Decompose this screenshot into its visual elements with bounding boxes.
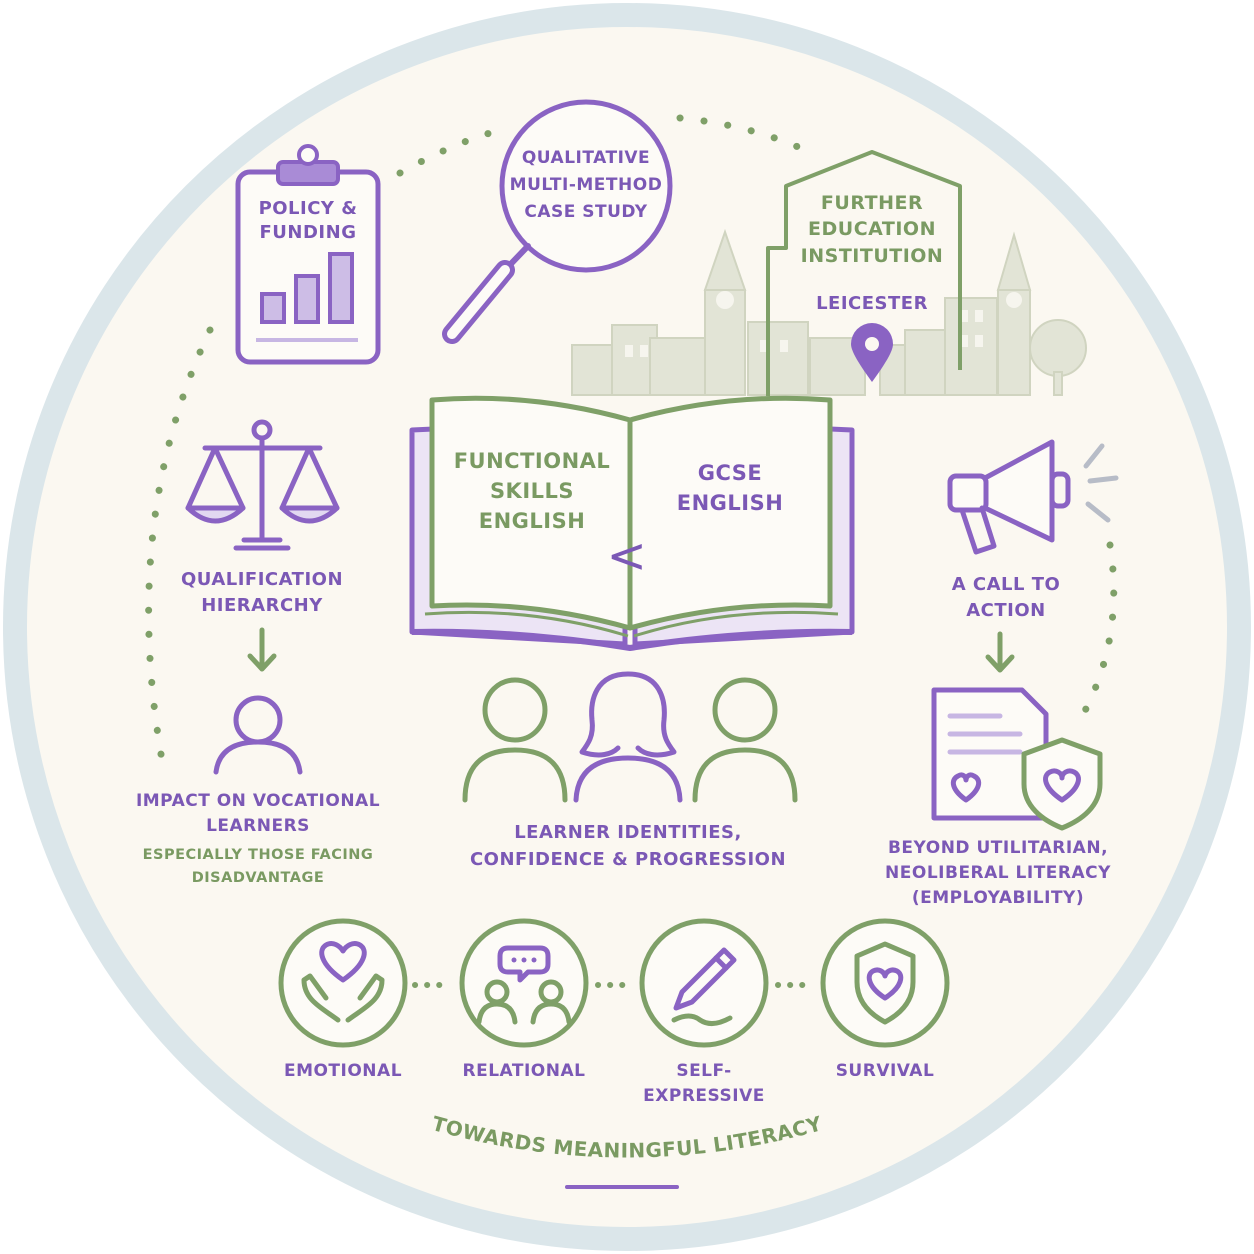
functional-label-2: SKILLS (490, 479, 574, 503)
magnifying-glass-icon (442, 99, 673, 344)
method-label-1: QUALITATIVE (522, 148, 650, 168)
learners-icon (462, 671, 798, 803)
method-label-2: MULTI-METHOD (510, 175, 663, 195)
heart-hands-icon (319, 941, 367, 983)
shield-heart-icon (854, 941, 916, 1025)
institution-label-2: EDUCATION (808, 218, 936, 240)
arrow-down-icon (247, 627, 277, 672)
speech-bubble-icon (497, 945, 551, 983)
call-label-1: A CALL TO (952, 574, 1061, 595)
institution-outline (766, 150, 962, 396)
location-pin-dot (865, 337, 879, 351)
learners-label-2: CONFIDENCE & PROGRESSION (470, 849, 786, 870)
impact-sub-2: DISADVANTAGE (192, 870, 325, 886)
hierarchy-label-1: QUALIFICATION (181, 569, 343, 590)
impact-label-2: LEARNERS (206, 816, 310, 836)
impact-label-1: IMPACT ON VOCATIONAL (136, 791, 380, 811)
survival-circle (820, 918, 950, 1048)
institution-label-1: FURTHER (821, 192, 923, 214)
functional-label-3: ENGLISH (479, 509, 586, 533)
method-label-3: CASE STUDY (524, 202, 647, 222)
dotted-arcs (145, 114, 1118, 988)
location-label: LEICESTER (816, 293, 928, 314)
policy-label-1: POLICY & (259, 198, 358, 219)
call-label-2: ACTION (966, 600, 1045, 621)
hierarchy-label-2: HIERARCHY (201, 595, 323, 616)
megaphone-icon (947, 439, 1119, 555)
clipboard-icon (235, 144, 381, 365)
emotional-circle (278, 918, 408, 1048)
less-than-symbol: < (607, 528, 648, 584)
balance-scale-icon (185, 419, 340, 551)
dimension-label-self: SELF- (676, 1061, 731, 1081)
dimension-label-relational: RELATIONAL (463, 1061, 586, 1081)
institution-label-3: INSTITUTION (801, 245, 944, 267)
dimension-label-expressive: EXPRESSIVE (643, 1086, 765, 1106)
open-book (409, 395, 855, 652)
self-expressive-circle (639, 918, 769, 1048)
beyond-label-1: BEYOND UTILITARIAN, (888, 838, 1108, 858)
dimension-label-survival: SURVIVAL (836, 1061, 935, 1081)
dimension-label-emotional: EMOTIONAL (284, 1061, 402, 1081)
relational-circle (459, 918, 589, 1048)
gcse-label-1: GCSE (698, 461, 763, 485)
location-pin-icon (851, 323, 893, 382)
arrow-down-icon-right (985, 631, 1015, 673)
beyond-label-3: (EMPLOYABILITY) (912, 888, 1084, 908)
document-shield-icon (931, 687, 1103, 831)
learners-label-1: LEARNER IDENTITIES, (514, 822, 742, 843)
impact-sub-1: ESPECIALLY THOSE FACING (143, 847, 374, 863)
policy-label-2: FUNDING (260, 222, 357, 243)
person-icon (213, 695, 303, 775)
functional-label-1: FUNCTIONAL (454, 449, 611, 473)
pencil-icon (673, 947, 737, 1011)
town-windows (625, 291, 1022, 357)
gcse-label-2: ENGLISH (677, 491, 784, 515)
beyond-label-2: NEOLIBERAL LITERACY (885, 863, 1111, 883)
